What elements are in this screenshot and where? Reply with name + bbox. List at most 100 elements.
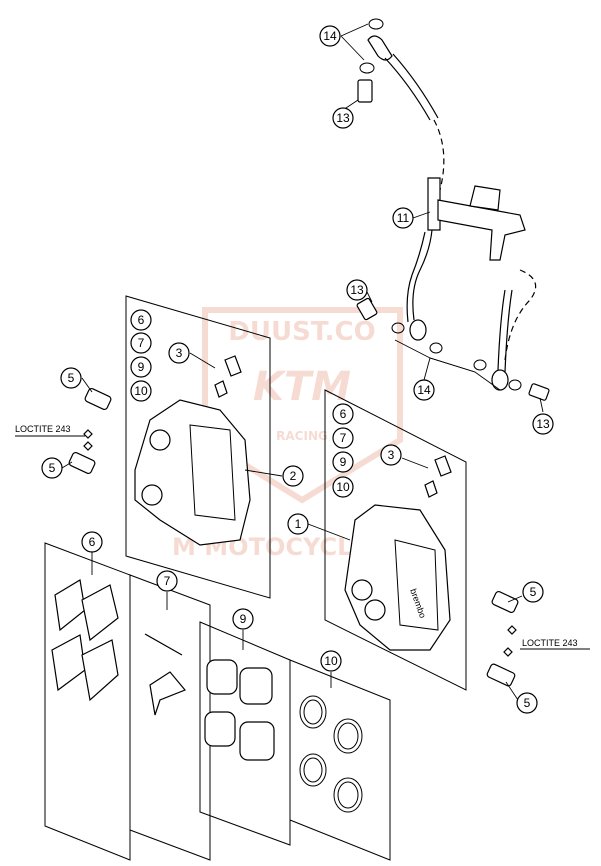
watermark-brand: DUUST.CO xyxy=(228,317,375,347)
callout-9-left xyxy=(130,356,152,378)
callout-5-right-top-label: 5 xyxy=(530,585,537,599)
callout-10-bottom-label: 10 xyxy=(324,654,338,668)
callout-10-left-label: 10 xyxy=(134,384,148,398)
callout-10-right-label: 10 xyxy=(336,480,350,494)
washer-top-1 xyxy=(368,18,384,30)
callout-7-right-label: 7 xyxy=(340,431,347,445)
brake-pads xyxy=(51,579,119,702)
brake-hose-right-dashed xyxy=(504,269,537,361)
callout-9-bottom-label: 9 xyxy=(240,612,247,626)
seals xyxy=(299,695,363,813)
brake-pad-4 xyxy=(81,639,119,702)
washer-mid-2 xyxy=(429,342,443,354)
callout-3-left-label: 3 xyxy=(176,346,183,360)
washer-mid-4 xyxy=(508,379,522,391)
right-caliper-panel xyxy=(324,389,467,691)
pistons-panel xyxy=(199,621,291,846)
left-bleed-nipple-2 xyxy=(224,355,242,377)
right-caliper: brembo xyxy=(344,455,452,651)
loctite-drop-left-2 xyxy=(83,441,93,451)
callout-10-right xyxy=(332,476,354,498)
callout-14-top xyxy=(319,25,341,47)
pad-pin-and-spring xyxy=(144,633,186,716)
seal-1 xyxy=(299,695,327,729)
callout-13-mid-label: 13 xyxy=(350,283,364,297)
seals-panel xyxy=(289,659,391,861)
callout-11-label: 11 xyxy=(397,211,410,225)
brake-pad-3 xyxy=(51,634,86,692)
left-caliper-panel xyxy=(125,295,271,599)
callout-6-left xyxy=(130,309,152,331)
leader-14-mid xyxy=(423,357,501,391)
callout-3-left xyxy=(168,342,190,364)
distributor-bracket xyxy=(437,199,526,261)
callout-6-left-label: 6 xyxy=(138,313,145,327)
loctite-label-left: LOCTITE 243 xyxy=(15,424,71,434)
callout-2-label: 2 xyxy=(290,469,297,483)
callout-1 xyxy=(287,513,309,535)
seal-2-inner xyxy=(337,722,359,750)
loctite-drop-right-1 xyxy=(507,625,517,635)
leader-5-left-top xyxy=(81,377,93,393)
left-caliper-mount-top xyxy=(149,429,171,451)
callout-9-bottom xyxy=(232,608,254,630)
callout-9-right-label: 9 xyxy=(340,455,347,469)
leader-14-top-b xyxy=(340,35,365,61)
watermark-sub: RACING xyxy=(276,429,328,443)
loctite-drop-left-1 xyxy=(83,429,93,439)
callout-14-top-label: 14 xyxy=(323,29,337,43)
callout-3-right xyxy=(380,444,402,466)
watermark-logo: KTM xyxy=(253,364,351,410)
piston-3 xyxy=(204,711,236,747)
leader-5-left-bottom xyxy=(61,461,73,469)
callout-9-left-label: 9 xyxy=(138,360,145,374)
pads-panel xyxy=(44,542,131,861)
pin-panel xyxy=(129,574,211,861)
callout-13-top xyxy=(332,107,354,129)
callout-2 xyxy=(282,465,304,487)
banjo-bolt-top xyxy=(357,79,373,103)
callout-5-right-top xyxy=(522,581,544,603)
leader-3-right xyxy=(401,457,429,469)
callout-6-right-label: 6 xyxy=(340,407,347,421)
callouts: 14 13 11 13 14 13 6 7 9 10 3 2 5 5 6 7 9 xyxy=(41,25,554,714)
seal-4-inner xyxy=(337,781,359,809)
callout-14-mid xyxy=(413,379,435,401)
callout-7-right xyxy=(332,427,354,449)
leader-14-mid-top xyxy=(394,339,476,373)
callout-11 xyxy=(392,207,414,229)
banjo-fitting-right xyxy=(491,369,509,391)
brake-hose-top xyxy=(384,53,439,121)
right-bleed-nipple-2 xyxy=(434,455,452,477)
left-bleed-nipple-1 xyxy=(214,380,228,398)
callout-1-label: 1 xyxy=(295,517,302,531)
seal-2 xyxy=(333,718,363,754)
seal-1-inner xyxy=(303,699,323,725)
loctite-label-right: LOCTITE 243 xyxy=(522,638,578,648)
left-caliper-mount-bottom xyxy=(141,484,163,506)
callout-5-right-bottom-label: 5 xyxy=(524,696,531,710)
pad-pin xyxy=(144,633,183,656)
left-mount-bolt-top xyxy=(84,387,112,411)
bracket-tab xyxy=(469,185,501,211)
panels xyxy=(44,295,467,861)
callout-7-bottom-label: 7 xyxy=(164,574,171,588)
brake-hose-dashed xyxy=(433,119,445,191)
callout-14-mid-label: 14 xyxy=(417,383,431,397)
washer-mid-3 xyxy=(473,359,487,371)
brake-hose-left-upper-2 xyxy=(406,231,426,323)
callout-10-bottom xyxy=(320,650,342,672)
right-mount-bolts: LOCTITE 243 xyxy=(486,590,590,687)
piston-1 xyxy=(206,659,238,695)
callout-5-left-top-label: 5 xyxy=(68,371,75,385)
banjo-bolt-right xyxy=(528,383,550,401)
right-mount-bolt-top xyxy=(491,590,519,614)
brake-line-assembly xyxy=(356,18,550,401)
callout-5-left-top xyxy=(60,367,82,389)
callout-6-bottom-label: 6 xyxy=(89,535,96,549)
brake-hose-left-upper xyxy=(412,229,433,321)
right-mount-bolt-bottom xyxy=(486,663,516,687)
leader-13-right xyxy=(539,397,544,413)
